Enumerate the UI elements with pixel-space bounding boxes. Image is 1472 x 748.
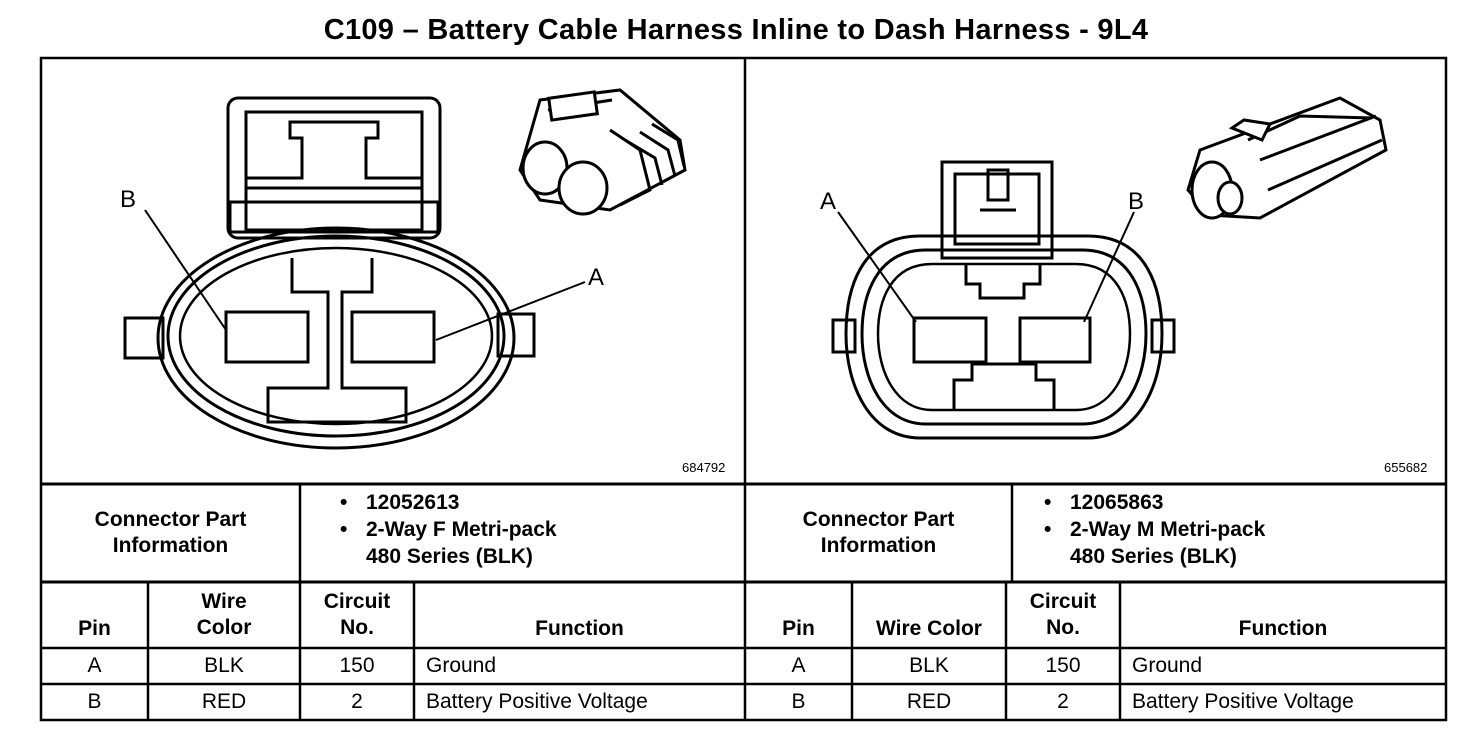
left-connector-photo (518, 88, 687, 216)
right-pin-b-label: B (1128, 188, 1145, 215)
left-col-circuit: Circuit No. (323, 590, 391, 639)
left-pin-b-label: B (120, 186, 137, 213)
right-part-desc-2: 480 Series (BLK) (1070, 545, 1237, 568)
table-row-cell: Ground (1132, 654, 1203, 677)
right-connector-face (831, 160, 1176, 440)
right-part-desc-1: 2-Way M Metri-pack (1070, 518, 1266, 541)
table-row-cell: 150 (339, 654, 375, 677)
table-row-cell: RED (906, 690, 952, 713)
right-col-wire-color: Wire Color (876, 617, 982, 640)
table-row-cell: Battery Positive Voltage (426, 690, 648, 713)
table-row-cell: Ground (426, 654, 497, 677)
table-row-cell: 2 (351, 690, 363, 713)
left-part-number: 12052613 (366, 491, 460, 514)
right-col-pin: Pin (782, 617, 815, 640)
left-figure-id: 684792 (682, 460, 726, 475)
left-part-desc-1: 2-Way F Metri-pack (366, 518, 557, 541)
right-col-circuit: Circuit No. (1029, 590, 1097, 639)
diagram-title: C109 – Battery Cable Harness Inline to D… (323, 14, 1149, 46)
table-row-cell: BLK (909, 654, 949, 677)
table-row-cell: Battery Positive Voltage (1132, 690, 1354, 713)
left-part-info: •12052613 •2-Way F Metri-pack 480 Series… (340, 491, 557, 568)
table-row-cell: BLK (204, 654, 244, 677)
left-info-label: Connector Part Information (94, 508, 247, 557)
left-col-wire-color: Wire Color (196, 590, 252, 639)
right-part-info: •12065863 •2-Way M Metri-pack 480 Series… (1044, 491, 1266, 568)
left-leader-lines (144, 209, 586, 341)
right-connector-photo (1186, 96, 1388, 220)
table-row-cell: A (87, 654, 102, 677)
right-figure-id: 655682 (1384, 460, 1428, 475)
left-col-pin: Pin (78, 617, 111, 640)
right-col-function: Function (1238, 617, 1328, 640)
table-grid (39, 56, 1448, 722)
table-row-cell: 150 (1045, 654, 1081, 677)
left-col-function: Function (535, 617, 624, 640)
table-row-cell: RED (201, 690, 247, 713)
left-pin-a-label: A (588, 264, 605, 291)
right-leader-lines (837, 211, 1135, 323)
table-row-cell: B (791, 690, 806, 713)
right-info-label: Connector Part Information (802, 508, 955, 557)
right-part-number: 12065863 (1070, 491, 1164, 514)
left-part-desc-2: 480 Series (BLK) (366, 545, 533, 568)
right-pin-a-label: A (820, 188, 837, 215)
left-connector-face (123, 96, 536, 450)
table-row-cell: 2 (1057, 690, 1069, 713)
table-row-cell: A (791, 654, 806, 677)
table-row-cell: B (87, 690, 102, 713)
